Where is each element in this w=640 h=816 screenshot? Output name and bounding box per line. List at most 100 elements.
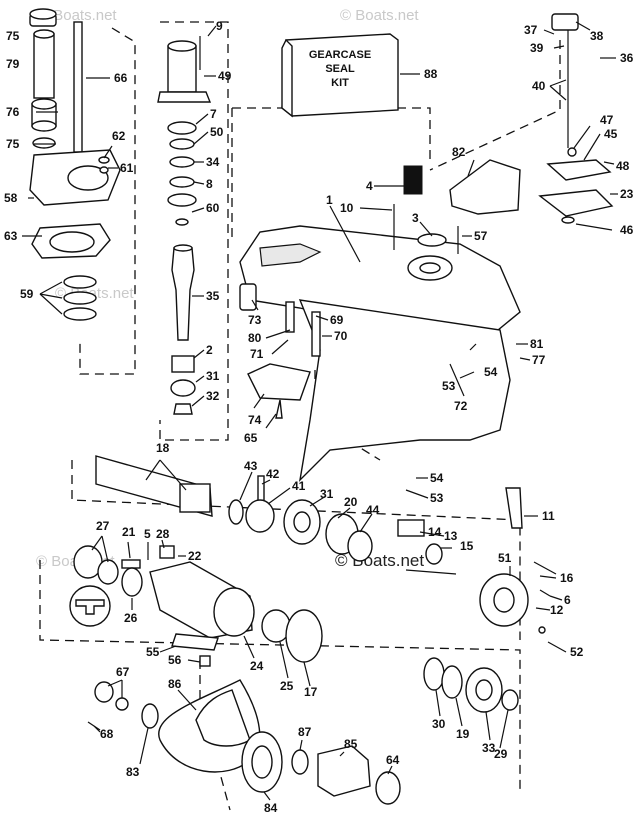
callout-2: 2: [206, 343, 213, 357]
callout-12: 12: [550, 603, 564, 617]
callout-23: 23: [620, 187, 634, 201]
callout-85: 85: [344, 737, 358, 751]
callout-75-lower: 75: [6, 137, 20, 151]
callout-13: 13: [444, 529, 458, 543]
shaft-housing-group: [29, 8, 121, 321]
callout-84: 84: [264, 801, 278, 815]
bearing-carrier-group: [69, 545, 323, 667]
callout-10: 10: [340, 201, 354, 215]
propeller-group: [87, 679, 401, 805]
callout-39: 39: [530, 41, 544, 55]
watermark-lower-center: © Boats.net: [335, 551, 424, 570]
callout-52: 52: [570, 645, 584, 659]
leader-lines: [22, 21, 618, 801]
callout-73: 73: [248, 313, 262, 327]
callout-14: 14: [428, 525, 442, 539]
callout-41: 41: [292, 479, 306, 493]
callout-87: 87: [298, 725, 312, 739]
callout-64: 64: [386, 753, 400, 767]
callout-77: 77: [532, 353, 546, 367]
callout-83: 83: [126, 765, 140, 779]
callout-86: 86: [168, 677, 182, 691]
callout-55: 55: [146, 645, 160, 659]
callout-22: 22: [188, 549, 202, 563]
callout-74: 74: [248, 413, 262, 427]
callout-47: 47: [600, 113, 614, 127]
callout-11: 11: [542, 509, 555, 523]
callout-45: 45: [604, 127, 618, 141]
callout-32: 32: [206, 389, 220, 403]
callout-38: 38: [590, 29, 604, 43]
driveshaft-group: [157, 36, 212, 415]
reverse-gear-group: [423, 657, 519, 713]
callout-34: 34: [206, 155, 220, 169]
callout-18: 18: [156, 441, 170, 455]
callout-20: 20: [344, 495, 358, 509]
callout-54-upper: 54: [484, 365, 498, 379]
callout-1: 1: [326, 193, 333, 207]
callout-17: 17: [304, 685, 318, 699]
callout-19: 19: [456, 727, 470, 741]
callout-60: 60: [206, 201, 220, 215]
callout-8: 8: [206, 177, 213, 191]
shift-rod-group: [538, 13, 614, 224]
callout-70: 70: [334, 329, 348, 343]
callout-21: 21: [122, 525, 136, 539]
callout-71: 71: [250, 347, 264, 361]
callout-48: 48: [616, 159, 630, 173]
callout-36: 36: [620, 51, 634, 65]
gearcase-housing: [239, 159, 521, 483]
seal-kit-line3: KIT: [331, 77, 349, 89]
callout-49: 49: [218, 69, 232, 83]
callout-24: 24: [250, 659, 264, 673]
callout-57: 57: [474, 229, 488, 243]
callout-7: 7: [210, 107, 217, 121]
callout-75-top: 75: [6, 29, 20, 43]
callout-43: 43: [244, 459, 258, 473]
callout-37: 37: [524, 23, 538, 37]
callout-6: 6: [564, 593, 571, 607]
callout-80: 80: [248, 331, 262, 345]
callout-46: 46: [620, 223, 634, 237]
seal-kit-line2: SEAL: [325, 63, 355, 75]
callout-30: 30: [432, 717, 446, 731]
callout-15: 15: [460, 539, 474, 553]
callout-58: 58: [4, 191, 18, 205]
watermark-top-left: © Boats.net: [38, 7, 117, 24]
callout-42: 42: [266, 467, 280, 481]
callout-53-upper: 53: [442, 379, 456, 393]
callout-82: 82: [452, 145, 466, 159]
callout-40: 40: [532, 79, 546, 93]
callout-62: 62: [112, 129, 126, 143]
callout-35: 35: [206, 289, 220, 303]
callout-67: 67: [116, 665, 130, 679]
callout-51: 51: [498, 551, 512, 565]
callout-63: 63: [4, 229, 18, 243]
callout-31-upper: 31: [206, 369, 220, 383]
callout-53-lower: 53: [430, 491, 444, 505]
callout-3: 3: [412, 211, 419, 225]
callout-69: 69: [330, 313, 344, 327]
callout-25: 25: [280, 679, 294, 693]
callout-81: 81: [530, 337, 544, 351]
callout-79: 79: [6, 57, 20, 71]
shift-cam-group: [397, 487, 557, 634]
callout-33: 33: [482, 741, 496, 755]
callout-66: 66: [114, 71, 128, 85]
watermark-top-right: © Boats.net: [340, 7, 419, 24]
callout-54-lower: 54: [430, 471, 444, 485]
callout-68: 68: [100, 727, 114, 741]
propshaft-gear-train: [95, 455, 373, 562]
callout-9: 9: [216, 19, 223, 33]
callout-88: 88: [424, 67, 438, 81]
callout-27: 27: [96, 519, 110, 533]
callout-72: 72: [454, 399, 468, 413]
callout-76: 76: [6, 105, 20, 119]
callout-26: 26: [124, 611, 138, 625]
callout-5: 5: [144, 527, 151, 541]
seal-kit-line1: GEARCASE: [309, 49, 371, 61]
callout-59: 59: [20, 287, 34, 301]
callout-61: 61: [120, 161, 134, 175]
callout-labels: 75 79 66 76 75 62 61 58 63 59 9 49 7 50 …: [4, 19, 634, 815]
